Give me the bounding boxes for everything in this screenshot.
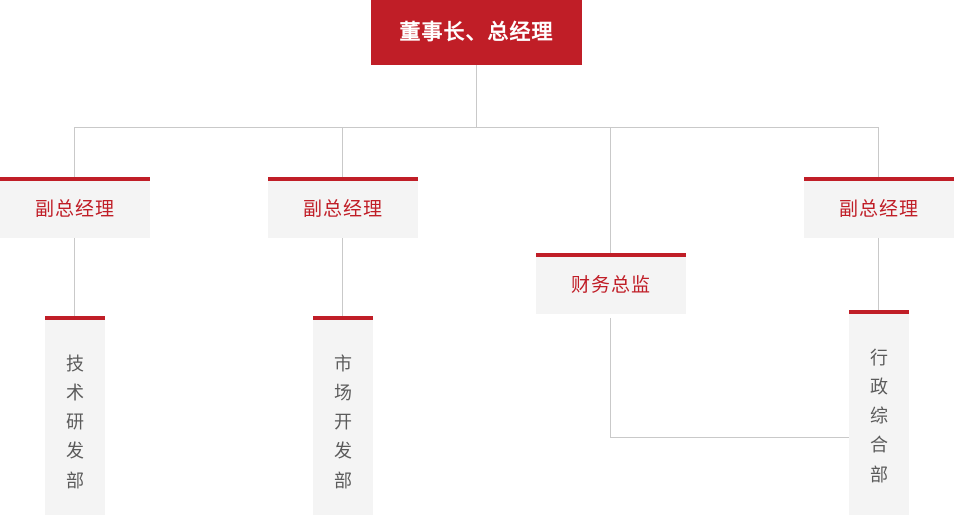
connector-root-down [476, 65, 477, 127]
connector-cfo-down [610, 318, 611, 438]
connector-horizontal-bus [74, 127, 879, 128]
connector-deputy-3-to-admin-dept [878, 238, 879, 316]
node-label: 技术研发部 [66, 354, 84, 491]
connector-cfo-to-admin-dept [610, 437, 850, 438]
node-department-administration[interactable]: 行政综合部 [849, 310, 909, 515]
connector-deputy-1-to-tech-dept [74, 238, 75, 316]
node-label: 市场开发部 [334, 354, 352, 491]
node-label: 行政综合部 [870, 348, 888, 485]
node-department-market-development[interactable]: 市场开发部 [313, 316, 373, 515]
connector-bus-to-deputy-1 [74, 127, 75, 177]
node-label: 副总经理 [302, 199, 383, 220]
node-deputy-general-manager-2[interactable]: 副总经理 [268, 177, 418, 238]
node-label: 副总经理 [34, 199, 115, 220]
node-deputy-general-manager-1[interactable]: 副总经理 [0, 177, 150, 238]
connector-bus-to-deputy-2 [342, 127, 343, 177]
node-chairman-general-manager[interactable]: 董事长、总经理 [371, 0, 582, 65]
node-department-tech-rd[interactable]: 技术研发部 [45, 316, 105, 515]
node-chief-financial-officer[interactable]: 财务总监 [536, 253, 686, 314]
node-label: 副总经理 [838, 199, 919, 220]
connector-bus-to-deputy-3 [878, 127, 879, 177]
node-label: 董事长、总经理 [399, 21, 554, 44]
connector-deputy-2-to-market-dept [342, 238, 343, 316]
node-label: 财务总监 [570, 275, 651, 296]
connector-bus-to-cfo [610, 127, 611, 253]
node-deputy-general-manager-3[interactable]: 副总经理 [804, 177, 954, 238]
